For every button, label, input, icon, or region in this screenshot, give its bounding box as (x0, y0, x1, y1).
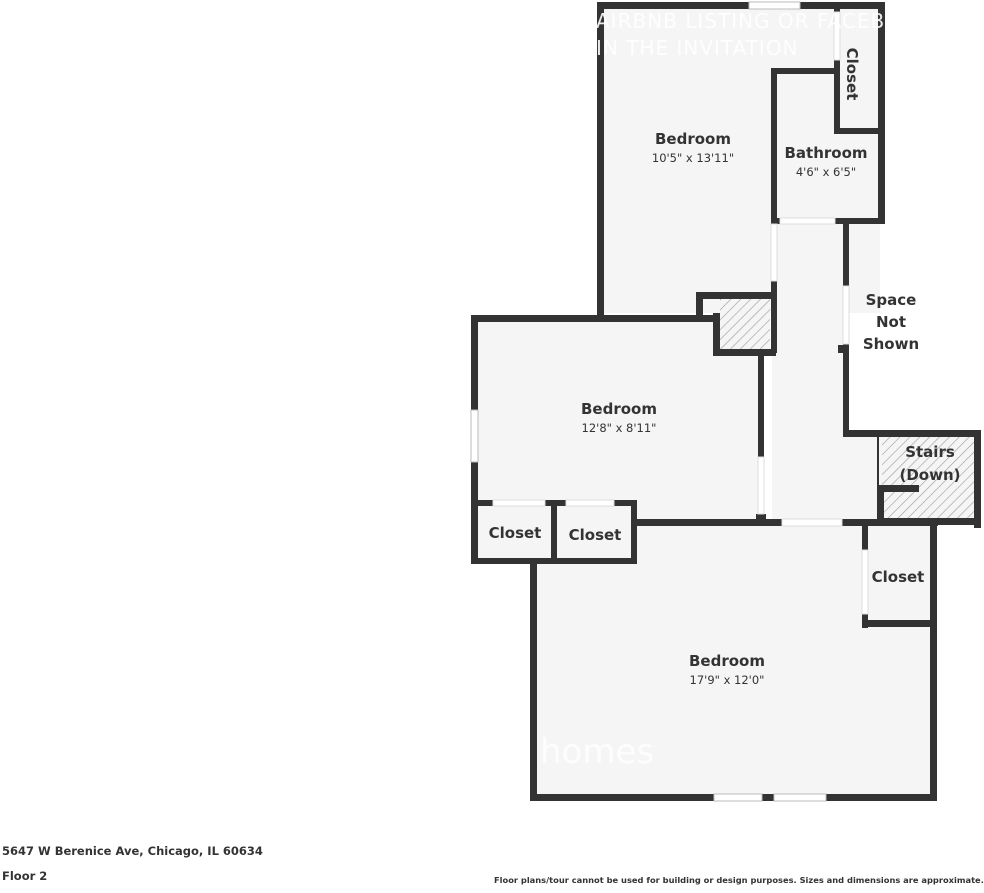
room-name: Closet (843, 48, 861, 101)
room-name: Closet (489, 524, 542, 542)
room-closet-top: Closet (843, 48, 861, 101)
room-name: Bedroom (655, 130, 731, 148)
window-top (748, 1, 801, 10)
walls (471, 2, 981, 801)
room-dimensions: 12'8" x 8'11" (582, 421, 657, 435)
room-name: Bathroom (784, 144, 867, 162)
room-dimensions: 10'5" x 13'11" (652, 151, 734, 165)
window-bottom-1 (713, 793, 763, 802)
disclaimer: Floor plans/tour cannot be used for buil… (494, 875, 984, 885)
room-bedroom-1: Bedroom 10'5" x 13'11" (652, 130, 734, 165)
door-closet-left[interactable] (492, 499, 546, 507)
chimney-hatch (720, 299, 770, 349)
room-dimensions: 17'9" x 12'0" (690, 673, 765, 687)
watermark-logo: homes (540, 732, 654, 772)
door-middle-bedroom[interactable] (757, 456, 765, 515)
door-closet-right[interactable] (861, 549, 869, 615)
room-dimensions: 4'6" x 6'5" (796, 165, 856, 179)
windows (470, 1, 827, 802)
room-bathroom: Bathroom 4'6" x 6'5" (784, 144, 867, 179)
watermark-line-1: AIRBNB LISTING OR FACEBOOK (596, 9, 932, 33)
window-left (470, 409, 479, 463)
door-top-bedroom[interactable] (770, 223, 778, 282)
floor-label: Floor 2 (2, 869, 48, 883)
room-closet-right: Closet (872, 568, 925, 586)
room-bedroom-3: Bedroom 17'9" x 12'0" (689, 652, 765, 687)
room-name-line: Space (866, 291, 917, 309)
room-name-line: Shown (863, 335, 919, 353)
room-name: Bedroom (689, 652, 765, 670)
room-stairs: Stairs (Down) (899, 443, 960, 484)
stairs-hatch (882, 436, 974, 518)
door-openings (492, 11, 869, 615)
room-name: Bedroom (581, 400, 657, 418)
room-space-not-shown: Space Not Shown (863, 291, 919, 353)
watermark-line-2: IN THE INVITATION (596, 36, 799, 60)
room-name-line: (Down) (899, 466, 960, 484)
room-name-line: Not (876, 313, 906, 331)
door-bathroom[interactable] (779, 217, 836, 225)
room-name: Closet (569, 526, 622, 544)
door-space-not-shown[interactable] (842, 285, 850, 345)
room-closet-left: Closet (489, 524, 542, 542)
room-name: Closet (872, 568, 925, 586)
door-top-closet[interactable] (833, 11, 841, 61)
door-bottom-bedroom[interactable] (781, 518, 843, 527)
door-closet-middle[interactable] (565, 499, 615, 507)
property-address: 5647 W Berenice Ave, Chicago, IL 60634 (2, 844, 263, 858)
room-bedroom-2: Bedroom 12'8" x 8'11" (581, 400, 657, 435)
room-name-line: Stairs (905, 443, 955, 461)
window-bottom-2 (773, 793, 827, 802)
room-closet-middle: Closet (569, 526, 622, 544)
